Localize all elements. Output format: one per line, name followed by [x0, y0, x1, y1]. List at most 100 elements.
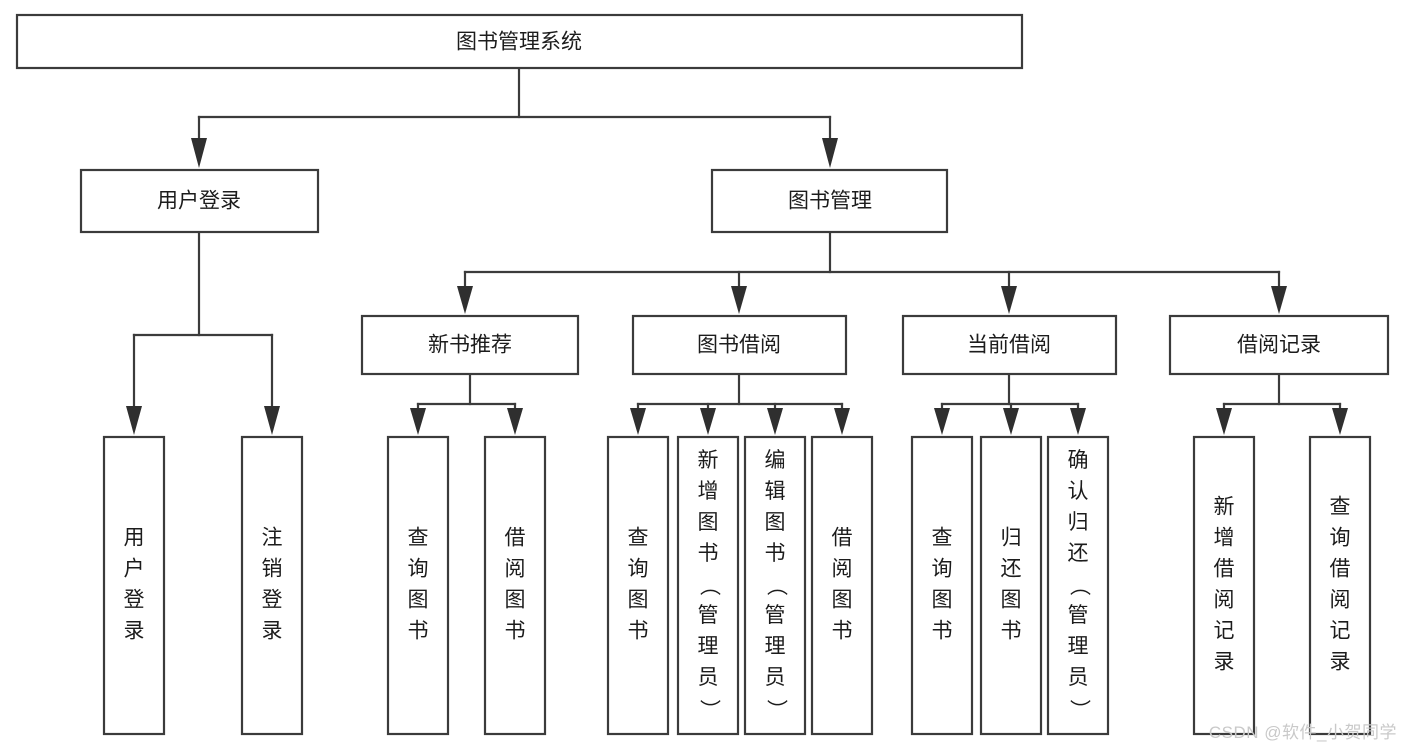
node-leaf-8-box[interactable]	[810, 435, 874, 736]
svg-text:户: 户	[124, 558, 145, 581]
node-leaf-10-box[interactable]	[979, 435, 1043, 736]
svg-text:理: 理	[698, 635, 719, 658]
svg-text:编: 编	[765, 449, 786, 472]
node-login[interactable]: 用户登录	[79, 168, 320, 234]
svg-text:查: 查	[628, 527, 649, 550]
svg-text:辑: 辑	[765, 480, 786, 503]
arrow-head-icon-leaf-6	[700, 408, 716, 435]
svg-text:询: 询	[628, 558, 649, 581]
svg-text:书: 书	[832, 620, 853, 643]
node-newbook-box[interactable]	[360, 314, 580, 376]
svg-text:录: 录	[1330, 651, 1351, 674]
node-records[interactable]: 借阅记录	[1168, 314, 1390, 376]
svg-text:）: ）	[764, 699, 787, 720]
svg-text:理: 理	[1068, 635, 1089, 658]
svg-text:借: 借	[505, 527, 526, 550]
node-leaf-4-box[interactable]	[483, 435, 547, 736]
svg-text:记: 记	[1330, 620, 1351, 643]
node-newbook-label: 新书推荐	[428, 334, 512, 357]
svg-text:图: 图	[832, 589, 853, 612]
node-leaf-11-box[interactable]	[1046, 435, 1110, 736]
svg-text:管: 管	[765, 604, 786, 627]
svg-text:询: 询	[408, 558, 429, 581]
svg-text:书: 书	[408, 620, 429, 643]
svg-text:（: （	[1067, 575, 1090, 596]
svg-text:员: 员	[698, 666, 719, 689]
node-current[interactable]: 当前借阅	[901, 314, 1118, 376]
arrow-head-icon-leaf-2	[264, 406, 280, 435]
arrow-head-icon-leaf-7	[767, 408, 783, 435]
svg-text:录: 录	[262, 620, 283, 643]
leaf-box-layer	[102, 435, 1372, 736]
node-leaf-7-box[interactable]	[743, 435, 807, 736]
svg-text:图: 图	[765, 511, 786, 534]
svg-text:管: 管	[1068, 604, 1089, 627]
node-borrow-box[interactable]	[631, 314, 848, 376]
svg-text:认: 认	[1068, 480, 1089, 503]
node-current-box[interactable]	[901, 314, 1118, 376]
svg-text:管: 管	[698, 604, 719, 627]
svg-text:图: 图	[628, 589, 649, 612]
node-login-box[interactable]	[79, 168, 320, 234]
svg-text:书: 书	[505, 620, 526, 643]
node-current-label: 当前借阅	[967, 334, 1051, 357]
connector-layer	[126, 66, 1348, 435]
node-root-box[interactable]	[15, 13, 1024, 70]
svg-text:查: 查	[932, 527, 953, 550]
svg-text:）: ）	[1067, 699, 1090, 720]
svg-text:员: 员	[765, 666, 786, 689]
node-leaf-2-box[interactable]	[240, 435, 304, 736]
svg-text:记: 记	[1214, 620, 1235, 643]
node-bookmgmt[interactable]: 图书管理	[710, 168, 949, 234]
arrow-head-icon-records	[1271, 286, 1287, 314]
node-root-label: 图书管理系统	[456, 31, 582, 54]
svg-text:图: 图	[505, 589, 526, 612]
node-borrow[interactable]: 图书借阅	[631, 314, 848, 376]
arrow-head-icon-leaf-4	[507, 408, 523, 435]
node-leaf-12-box[interactable]	[1192, 435, 1256, 736]
node-leaf-6-box[interactable]	[676, 435, 740, 736]
svg-text:阅: 阅	[1330, 589, 1351, 612]
node-leaf-1-box[interactable]	[102, 435, 166, 736]
arrow-head-icon-leaf-12	[1216, 408, 1232, 435]
node-borrow-label: 图书借阅	[697, 334, 781, 357]
node-leaf-13-box[interactable]	[1308, 435, 1372, 736]
svg-text:）: ）	[697, 699, 720, 720]
node-bookmgmt-box[interactable]	[710, 168, 949, 234]
svg-text:录: 录	[1214, 651, 1235, 674]
svg-text:新: 新	[698, 449, 719, 472]
node-bookmgmt-label: 图书管理	[788, 190, 872, 213]
svg-text:登: 登	[124, 589, 145, 612]
arrow-head-icon-leaf-1	[126, 406, 142, 435]
arrow-head-icon-leaf-5	[630, 408, 646, 435]
node-root[interactable]: 图书管理系统	[15, 13, 1024, 70]
node-leaf-3-box[interactable]	[386, 435, 450, 736]
svg-text:图: 图	[698, 511, 719, 534]
node-newbook[interactable]: 新书推荐	[360, 314, 580, 376]
svg-text:还: 还	[1001, 558, 1022, 581]
svg-text:阅: 阅	[1214, 589, 1235, 612]
svg-text:增: 增	[698, 480, 719, 503]
node-leaf-5-box[interactable]	[606, 435, 670, 736]
arrow-head-icon-leaf-3	[410, 408, 426, 435]
svg-text:借: 借	[1214, 558, 1235, 581]
node-records-box[interactable]	[1168, 314, 1390, 376]
svg-text:员: 员	[1068, 666, 1089, 689]
node-records-label: 借阅记录	[1237, 334, 1321, 357]
arrow-head-icon-login	[191, 138, 207, 168]
arrow-head-icon-current	[1001, 286, 1017, 314]
arrow-head-icon-leaf-11	[1070, 408, 1086, 435]
svg-text:还: 还	[1068, 542, 1089, 565]
svg-text:图: 图	[408, 589, 429, 612]
node-leaf-9-box[interactable]	[910, 435, 974, 736]
svg-text:借: 借	[832, 527, 853, 550]
node-leaf-1-label: 用户登录	[124, 527, 145, 643]
